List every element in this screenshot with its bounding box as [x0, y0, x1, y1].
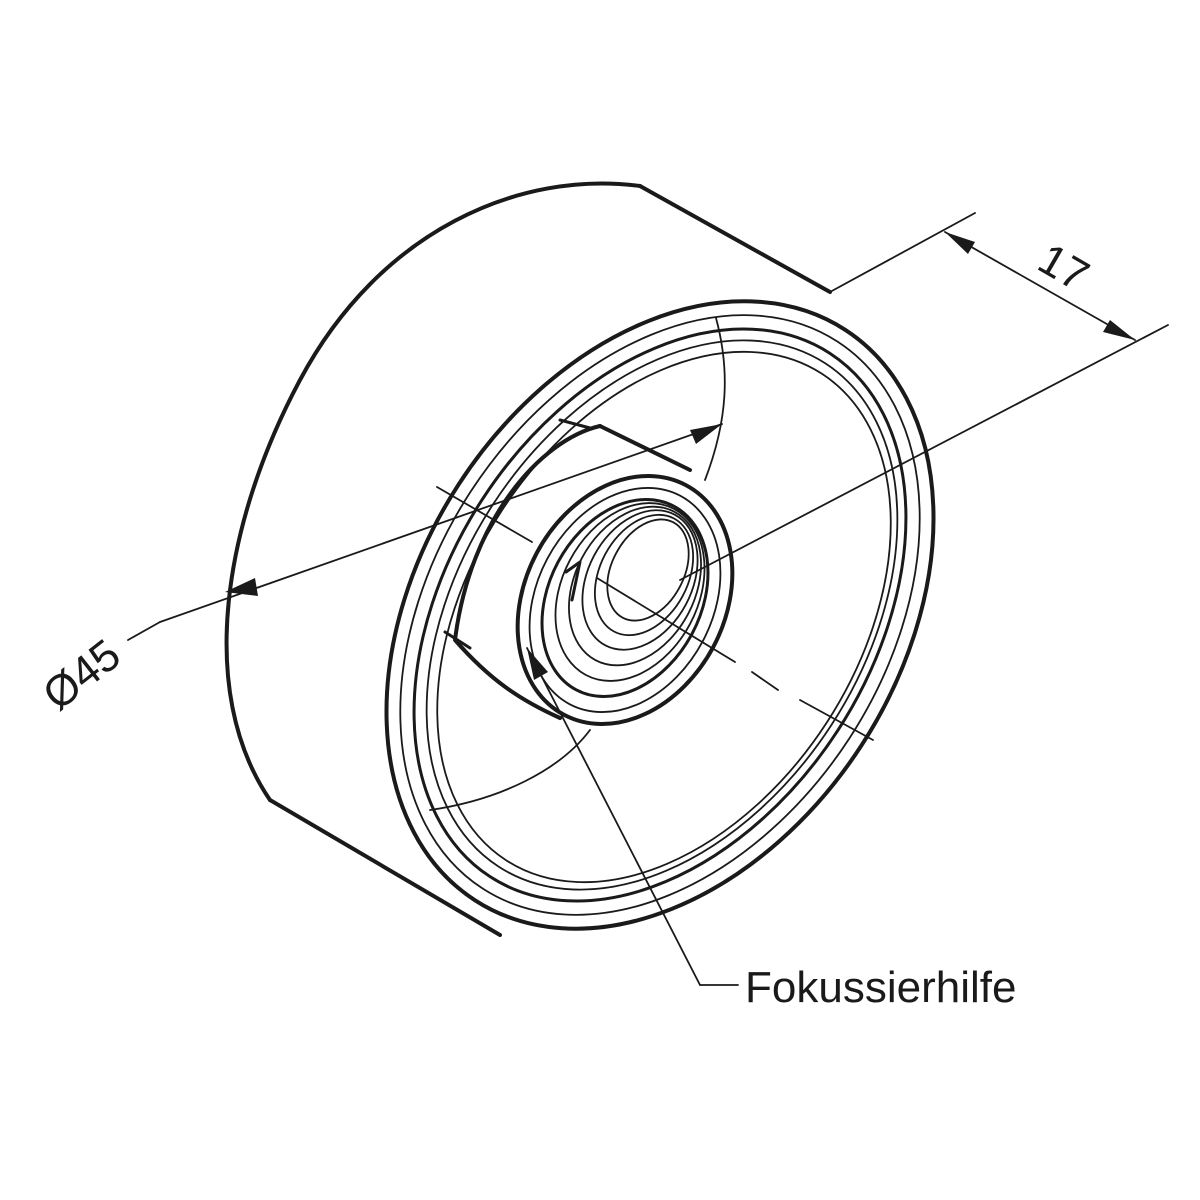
boss-face-outer: [515, 473, 735, 727]
diameter-arrow-right: [690, 424, 722, 444]
length-label: 17: [1030, 234, 1097, 301]
length-extension-1: [829, 212, 976, 293]
bore-ring-5: [593, 513, 695, 637]
diameter-label: Ø45: [34, 630, 130, 720]
outer-bottom-edge: [268, 798, 502, 937]
center-axis-cross: [436, 486, 533, 543]
front-face-outer: [384, 299, 936, 931]
length-arrow-top: [945, 232, 975, 254]
bore-ring-3: [568, 505, 702, 667]
cavity-curve-bottom: [429, 729, 591, 811]
outer-top-edge: [638, 184, 832, 294]
cavity-curve-top: [704, 317, 726, 481]
center-axis-end: [799, 699, 874, 741]
focus-notch: [564, 560, 582, 602]
outer-rim-back: [224, 181, 642, 802]
front-lip-ring-2: [412, 327, 908, 903]
callout-label: Fokussierhilfe: [745, 963, 1016, 1012]
bore-ring-1: [540, 497, 710, 699]
length-extension-2: [679, 324, 1169, 581]
bore-ring-6: [606, 518, 690, 622]
front-lip-ring-4: [436, 350, 892, 884]
cavity-line-top: [558, 418, 592, 430]
length-arrow-bottom: [1103, 320, 1135, 340]
center-axis-main: [596, 577, 736, 663]
center-axis-dash: [751, 671, 779, 691]
front-lip-ring-1: [399, 314, 921, 916]
boss-top-edge: [598, 424, 692, 472]
diameter-leader: [127, 621, 161, 641]
callout-leader: [526, 647, 701, 986]
boss-body: [453, 424, 602, 720]
length-dim-line: [944, 231, 1136, 341]
bore-ring-2: [554, 502, 706, 682]
diameter-arrow-left: [225, 578, 258, 596]
callout-arrow: [527, 648, 548, 680]
bore-ring-4: [581, 509, 699, 651]
